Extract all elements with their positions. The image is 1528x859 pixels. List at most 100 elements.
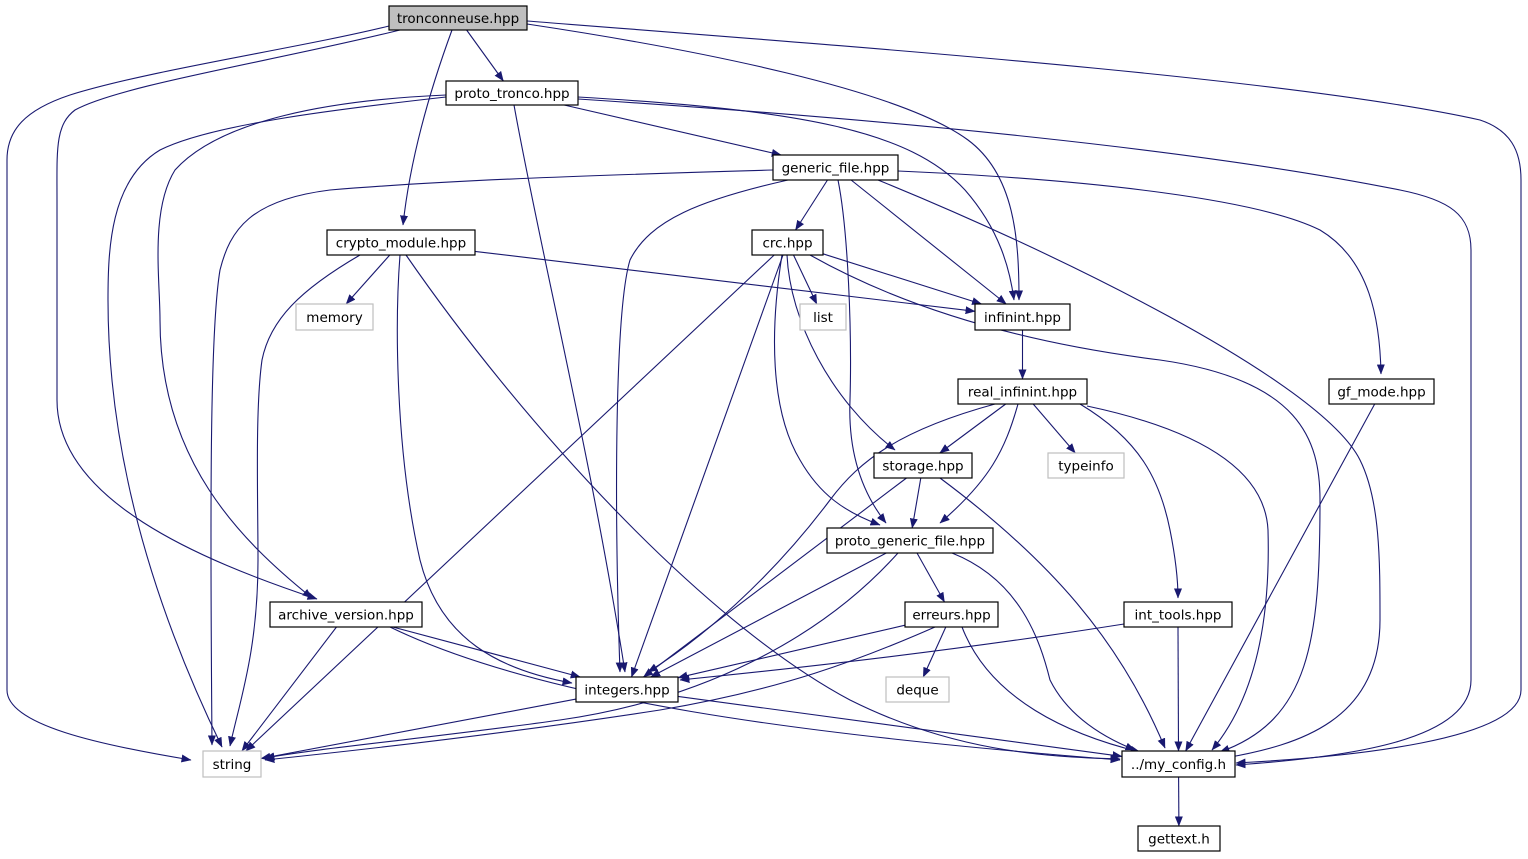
node-proto-generic-file[interactable]: proto_generic_file.hpp bbox=[826, 527, 994, 554]
edge-storage-to-my_config bbox=[939, 477, 1166, 749]
edge-crypto_module-to-string bbox=[228, 254, 361, 747]
edge-generic_file-to-string bbox=[207, 169, 774, 746]
edge-real_infinint-to-storage bbox=[939, 403, 1007, 454]
node-label: int_tools.hpp bbox=[1135, 608, 1222, 624]
edge-storage-to-proto_generic_file bbox=[909, 477, 922, 529]
node-label: erreurs.hpp bbox=[912, 608, 990, 624]
edge-crc-to-list bbox=[793, 254, 818, 305]
node-my-config[interactable]: ../my_config.h bbox=[1121, 750, 1236, 778]
edge-archive_version-to-integers bbox=[392, 626, 581, 679]
edge-erreurs-to-string bbox=[264, 626, 936, 763]
edge-tronconneuse-to-archive_version bbox=[56, 29, 401, 600]
edge-integers-to-string bbox=[260, 698, 577, 761]
edge-erreurs-to-my_config bbox=[961, 626, 1141, 754]
node-tronconneuse[interactable]: tronconneuse.hpp bbox=[388, 5, 528, 31]
edge-generic_file-to-integers bbox=[615, 179, 789, 673]
edge-archive_version-to-my_config bbox=[389, 626, 1121, 764]
node-infinint[interactable]: infinint.hpp bbox=[974, 303, 1071, 331]
node-memory: memory bbox=[295, 303, 374, 331]
edge-crc-to-proto_generic_file bbox=[773, 254, 881, 526]
node-label: string bbox=[213, 757, 252, 773]
node-label: memory bbox=[306, 310, 362, 326]
node-label: generic_file.hpp bbox=[782, 161, 890, 177]
edge-generic_file-to-gf_mode bbox=[897, 170, 1385, 375]
edge-crc-to-my_config bbox=[809, 254, 1321, 753]
edge-proto_generic_file-to-my_config bbox=[951, 552, 1136, 751]
node-label: storage.hpp bbox=[882, 459, 963, 475]
edge-crypto_module-to-infinint bbox=[474, 250, 976, 315]
edge-proto_tronco-to-archive_version bbox=[157, 94, 447, 599]
edge-crypto_module-to-memory bbox=[345, 254, 391, 305]
node-proto-tronco[interactable]: proto_tronco.hpp bbox=[445, 80, 579, 106]
node-list: list bbox=[799, 303, 847, 331]
edge-real_infinint-to-proto_generic_file bbox=[939, 403, 1019, 524]
node-label: tronconneuse.hpp bbox=[397, 11, 519, 27]
node-storage[interactable]: storage.hpp bbox=[873, 452, 973, 479]
edge-generic_file-to-crc bbox=[795, 179, 828, 231]
node-label: integers.hpp bbox=[584, 683, 669, 699]
edge-tronconneuse-to-infinint bbox=[526, 23, 1023, 301]
edge-int_tools-to-integers bbox=[679, 623, 1125, 684]
edge-erreurs-to-deque bbox=[922, 626, 947, 678]
node-crypto-module[interactable]: crypto_module.hpp bbox=[326, 229, 476, 256]
node-label: crypto_module.hpp bbox=[336, 236, 466, 252]
edge-real_infinint-to-integers bbox=[647, 403, 996, 673]
edge-proto_generic_file-to-erreurs bbox=[916, 552, 945, 603]
node-label: infinint.hpp bbox=[984, 310, 1061, 326]
edge-storage-to-integers bbox=[643, 477, 907, 678]
node-gf-mode[interactable]: gf_mode.hpp bbox=[1328, 378, 1435, 405]
edge-crc-to-string bbox=[245, 254, 775, 752]
node-generic-file[interactable]: generic_file.hpp bbox=[772, 154, 899, 181]
edge-crypto_module-to-my_config bbox=[405, 254, 1121, 763]
node-layer: tronconneuse.hpp proto_tronco.hpp generic_… bbox=[202, 5, 1435, 852]
node-label: ../my_config.h bbox=[1131, 757, 1226, 773]
edge-integers-to-my_config bbox=[677, 695, 1123, 760]
node-label: proto_generic_file.hpp bbox=[835, 534, 985, 550]
edge-tronconneuse-to-string bbox=[6, 25, 390, 763]
node-label: list bbox=[813, 310, 833, 326]
node-label: gf_mode.hpp bbox=[1337, 385, 1425, 401]
edge-proto_generic_file-to-integers bbox=[650, 552, 887, 678]
node-erreurs[interactable]: erreurs.hpp bbox=[904, 601, 999, 628]
edge-real_infinint-to-typeinfo bbox=[1032, 403, 1076, 454]
edge-tronconneuse-to-my_config bbox=[526, 20, 1522, 767]
edge-crypto_module-to-integers bbox=[396, 254, 573, 686]
node-string: string bbox=[202, 750, 262, 778]
edge-archive_version-to-string bbox=[241, 626, 337, 752]
edge-proto_tronco-to-my_config bbox=[577, 98, 1472, 769]
node-label: deque bbox=[896, 683, 938, 699]
edge-generic_file-to-proto_generic_file bbox=[837, 179, 887, 524]
node-deque: deque bbox=[885, 676, 950, 703]
edge-generic_file-to-infinint bbox=[850, 179, 1007, 305]
edge-crc-to-storage bbox=[786, 254, 896, 451]
edge-crc-to-infinint bbox=[822, 253, 982, 305]
edge-real_infinint-to-my_config bbox=[1086, 405, 1269, 751]
edge-layer bbox=[6, 20, 1522, 827]
node-label: archive_version.hpp bbox=[278, 608, 414, 624]
node-label: gettext.h bbox=[1148, 832, 1210, 848]
edge-proto_generic_file-to-string bbox=[264, 552, 899, 761]
node-label: proto_tronco.hpp bbox=[454, 86, 569, 102]
edge-int_tools-to-my_config bbox=[1174, 626, 1183, 752]
edge-proto_tronco-to-string bbox=[107, 96, 447, 748]
node-integers[interactable]: integers.hpp bbox=[575, 676, 679, 703]
edge-gf_mode-to-my_config bbox=[1185, 403, 1376, 752]
edge-erreurs-to-integers bbox=[677, 624, 906, 680]
node-int-tools[interactable]: int_tools.hpp bbox=[1123, 601, 1233, 628]
edge-proto_tronco-to-integers bbox=[513, 104, 628, 673]
node-archive-version[interactable]: archive_version.hpp bbox=[269, 601, 423, 628]
node-crc[interactable]: crc.hpp bbox=[751, 229, 824, 256]
edge-tronconneuse-to-proto_tronco bbox=[466, 29, 504, 82]
edge-proto_tronco-to-infinint bbox=[577, 96, 1017, 301]
node-typeinfo: typeinfo bbox=[1047, 452, 1125, 479]
edge-real_infinint-to-int_tools bbox=[1079, 403, 1182, 599]
node-gettext[interactable]: gettext.h bbox=[1137, 825, 1221, 852]
node-real-infinint[interactable]: real_infinint.hpp bbox=[957, 378, 1088, 405]
node-label: crc.hpp bbox=[762, 236, 812, 252]
node-label: typeinfo bbox=[1058, 459, 1113, 475]
edge-tronconneuse-to-crypto_module bbox=[400, 29, 453, 226]
node-label: real_infinint.hpp bbox=[968, 385, 1077, 401]
edge-generic_file-to-my_config bbox=[877, 179, 1381, 761]
edge-proto_tronco-to-generic_file bbox=[563, 104, 782, 157]
